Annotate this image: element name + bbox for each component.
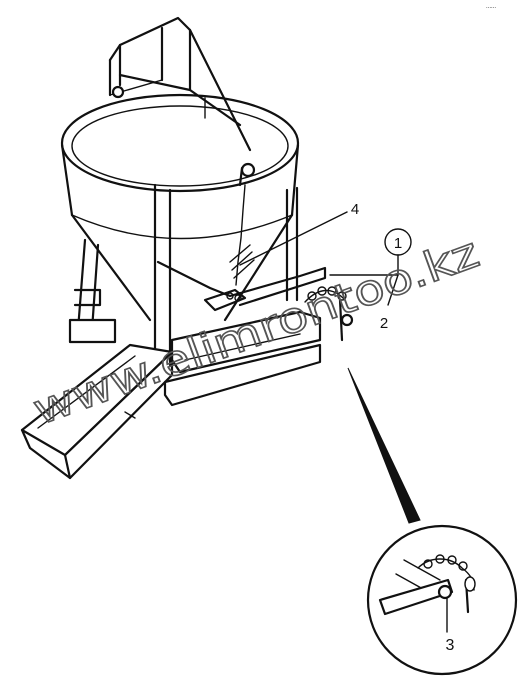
- detail-pin: [437, 584, 453, 600]
- callout-1-label: 1: [394, 235, 402, 252]
- callout-2: 2: [380, 315, 388, 332]
- leg-foot: [68, 318, 117, 344]
- detail-circle: [366, 524, 518, 676]
- support-frame: [68, 183, 299, 367]
- callout-2-label: 2: [380, 315, 388, 332]
- release-mechanism: [156, 184, 327, 312]
- detail-view: 3: [366, 524, 518, 676]
- corner-mark: ......: [486, 4, 496, 10]
- bolt-right: [240, 162, 256, 178]
- hopper-rim-inner: [71, 105, 289, 187]
- hopper: [60, 93, 300, 322]
- callout-1: 1: [329, 228, 412, 306]
- detail-leader: [347, 367, 421, 524]
- callout-4-label: 4: [351, 201, 359, 218]
- lifting-frame: [108, 16, 256, 187]
- bolt-left: [111, 85, 125, 99]
- hopper-rim: [60, 93, 300, 193]
- discharge-chute: [20, 343, 174, 480]
- callout-3-label: 3: [446, 637, 455, 654]
- callout-4: 4: [239, 201, 359, 266]
- hopper-seam: [71, 214, 293, 240]
- hopper-wall: [60, 143, 300, 217]
